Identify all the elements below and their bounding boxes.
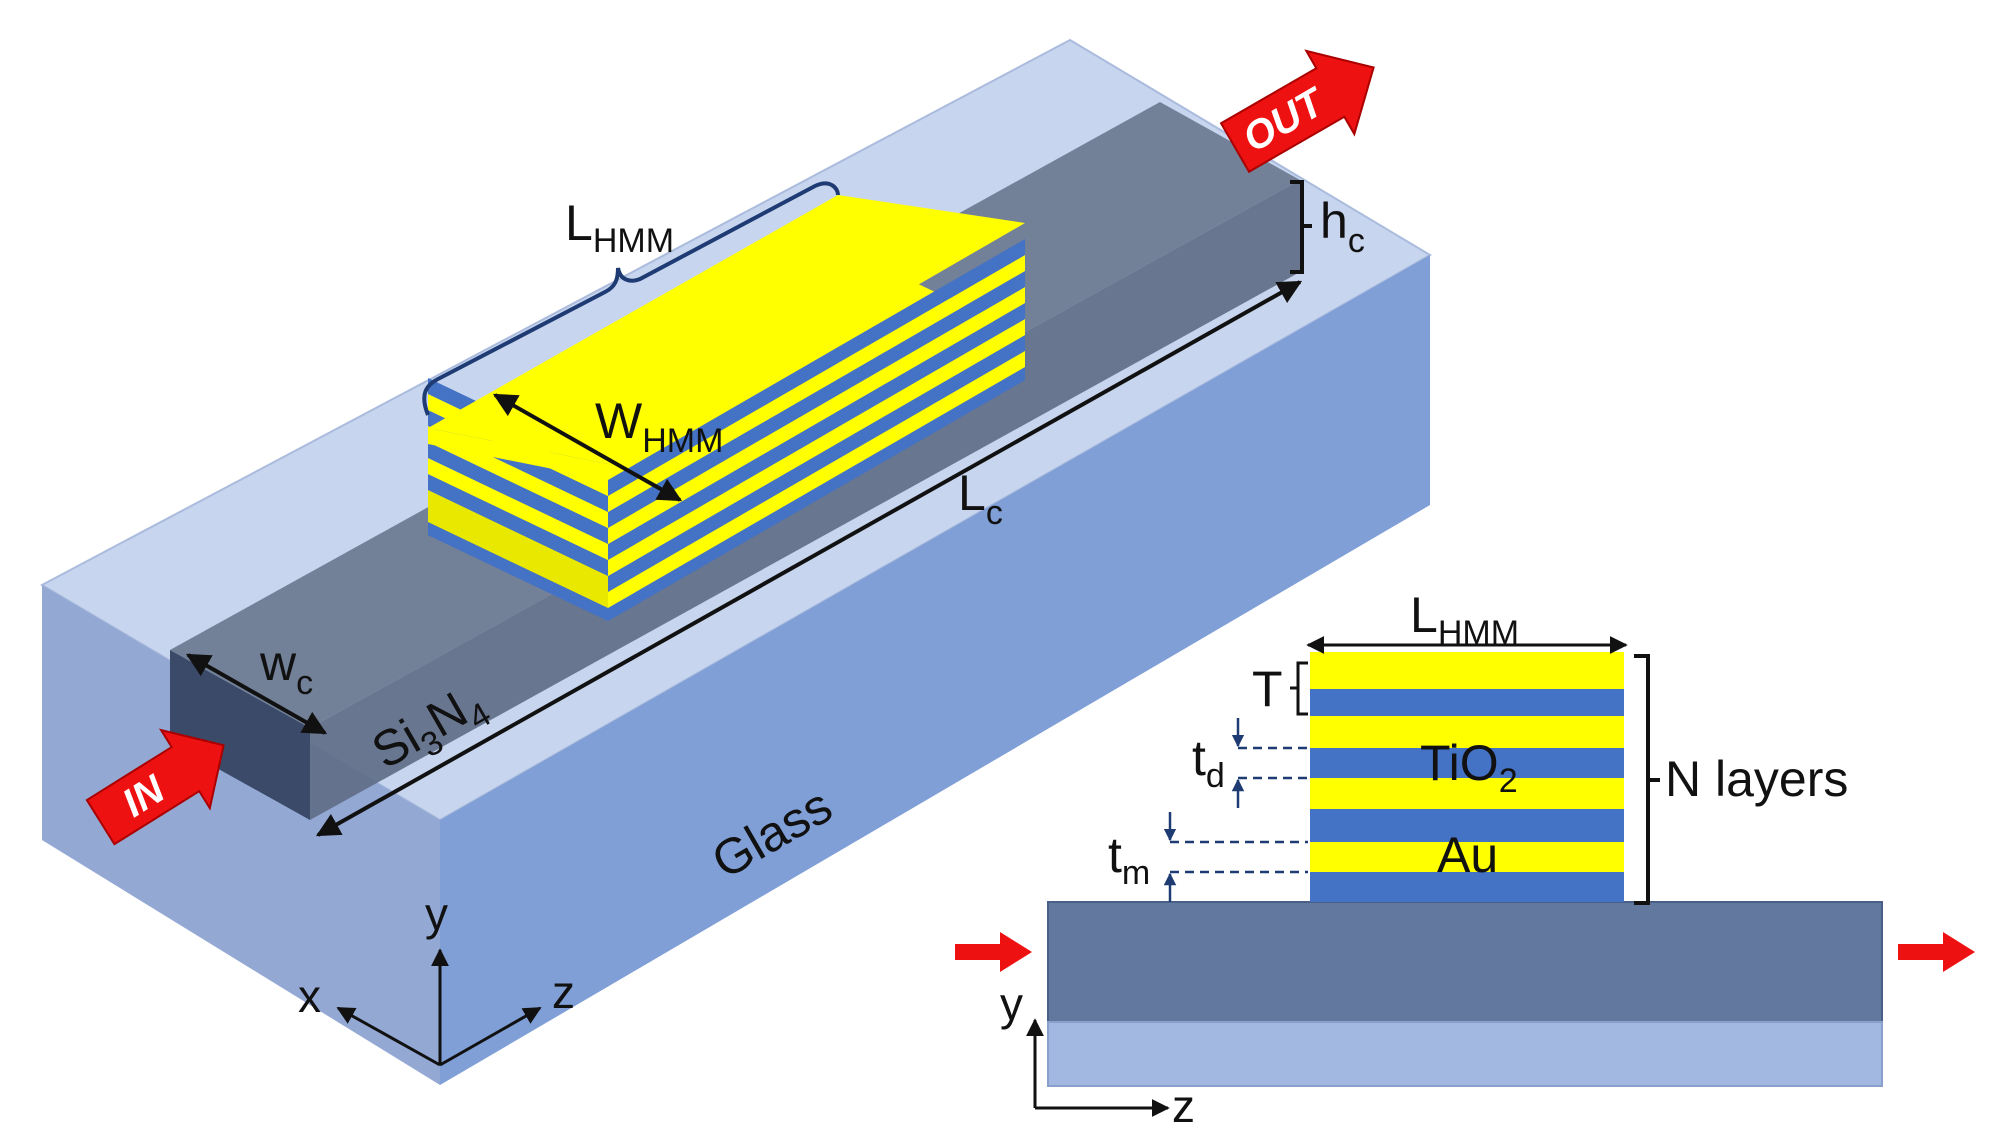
tm-markers bbox=[1163, 812, 1308, 902]
in-arrow: IN bbox=[85, 728, 225, 846]
main-3d-view: IN OUT LHMM WHMM Lc hc wc Si3N4 Glass y … bbox=[39, 38, 1432, 1085]
period-bracket bbox=[1290, 661, 1308, 716]
td-markers bbox=[1231, 718, 1308, 808]
cs-l-hmm-label: LHMM bbox=[1410, 587, 1519, 652]
wc-label: wc bbox=[259, 635, 313, 702]
cs-axis-z-label: z bbox=[1172, 1080, 1195, 1132]
l-hmm-label: LHMM bbox=[565, 195, 674, 260]
td-label: td bbox=[1192, 730, 1225, 795]
hc-bracket bbox=[1290, 180, 1312, 274]
tm-label: tm bbox=[1108, 827, 1150, 892]
n-layers-label: N layers bbox=[1665, 751, 1848, 807]
w-hmm-label: WHMM bbox=[595, 393, 723, 460]
axis-x-label: x bbox=[298, 970, 321, 1022]
cs-axis-y-label: y bbox=[1000, 978, 1023, 1030]
wc-arrow bbox=[185, 653, 328, 735]
period-label: T bbox=[1252, 661, 1283, 717]
axes-3d: y x z bbox=[298, 888, 575, 1067]
axes-2d: y z bbox=[1000, 978, 1195, 1132]
cross-section-view: LHMM N layers T td tm TiO2 Au bbox=[955, 587, 1975, 1132]
cs-core bbox=[1047, 901, 1883, 1023]
tio2-label: TiO2 bbox=[1420, 735, 1518, 800]
hc-label: hc bbox=[1320, 193, 1365, 260]
cs-glass bbox=[1047, 1021, 1883, 1087]
cs-input-arrow bbox=[955, 932, 1032, 972]
n-layers-bracket bbox=[1634, 654, 1660, 905]
axis-z-label: z bbox=[552, 966, 575, 1018]
glass-side-face bbox=[42, 585, 440, 1085]
lc-label: Lc bbox=[958, 465, 1003, 532]
au-label: Au bbox=[1437, 827, 1498, 883]
cs-hmm-stack bbox=[1310, 652, 1624, 902]
cs-output-arrow bbox=[1898, 932, 1975, 972]
lc-arrow bbox=[315, 280, 1303, 837]
axis-y-label: y bbox=[425, 888, 448, 940]
